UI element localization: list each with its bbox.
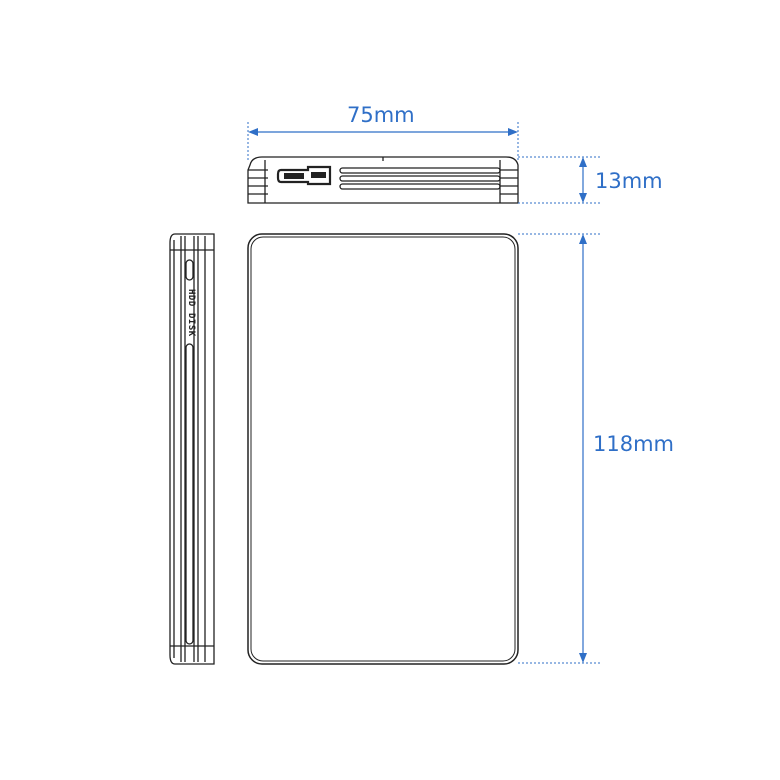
length-dimension-label: 118mm xyxy=(593,432,674,456)
usb-port-icon xyxy=(276,165,332,186)
end-view xyxy=(247,156,519,204)
dimension-lines xyxy=(247,122,600,664)
width-dimension-label: 75mm xyxy=(347,103,415,127)
top-view xyxy=(247,233,519,665)
hdd-label: HDD xyxy=(186,289,196,307)
thickness-dimension-label: 13mm xyxy=(595,169,663,193)
side-view xyxy=(169,233,215,665)
disk-label: DISK xyxy=(186,313,196,337)
